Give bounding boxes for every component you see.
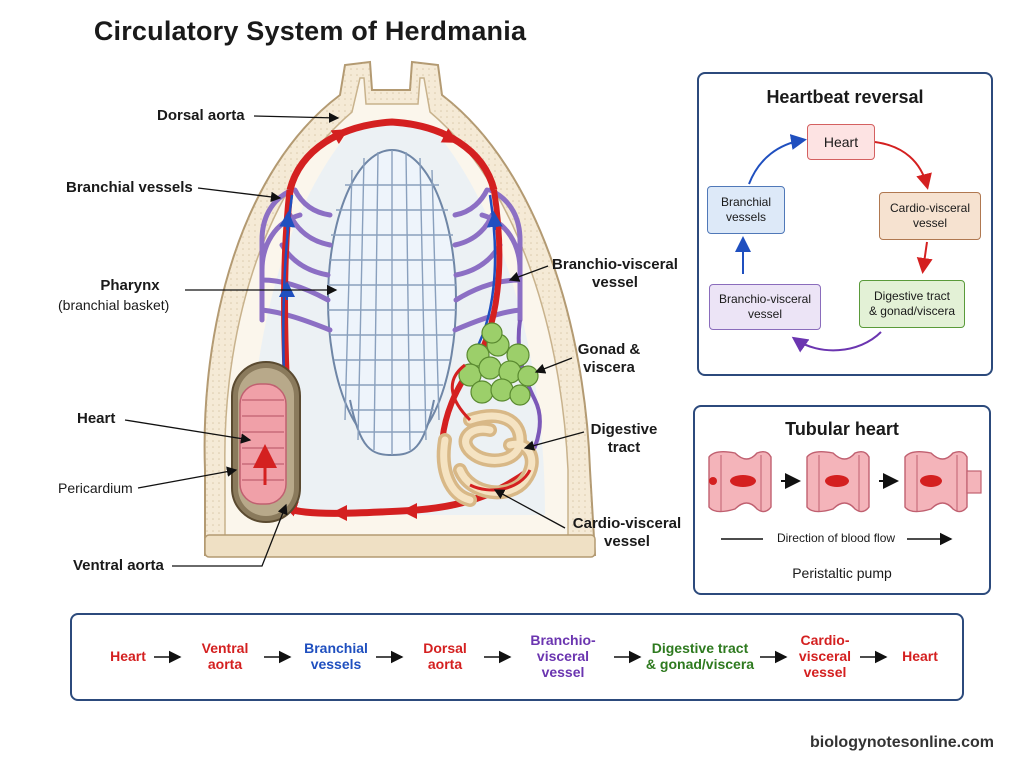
reversal-node-cardio: Cardio-visceral vessel	[879, 192, 981, 240]
flow-branchial-line1: Branchial	[304, 640, 368, 656]
reversal-branchio-line1: Branchio-visceral	[718, 292, 812, 306]
flow-ventral-line1: Ventral	[201, 640, 249, 656]
reversal-node-branchio: Branchio-visceral vessel	[709, 284, 821, 330]
flow-ventral-aorta: Ventral aorta	[190, 640, 260, 672]
flow-arrows	[154, 650, 888, 664]
label-digestive-2: tract	[607, 439, 641, 456]
label-pericardium: Pericardium	[58, 480, 133, 496]
dorsal-aorta	[286, 118, 498, 191]
label-gonad-2: viscera	[583, 359, 635, 376]
flow-dig-line2: & gonad/viscera	[645, 656, 755, 672]
flow-dorsal-line1: Dorsal	[423, 640, 467, 656]
reversal-cardio-line2: vessel	[912, 216, 947, 230]
flow-summary-panel: Heart Ventral aorta Branchial vessels Do…	[70, 613, 964, 701]
label-gonad-1: Gonad &	[577, 341, 641, 358]
leader-branchio-visceral	[508, 265, 549, 282]
tube-stage-3	[904, 450, 982, 513]
flow-dorsal-line2: aorta	[427, 656, 463, 672]
watermark: biologynotesonline.com	[809, 734, 994, 751]
reversal-branchial-line2: vessels	[725, 210, 766, 224]
flow-heart-end: Heart	[902, 648, 938, 664]
label-dorsal-aorta: Dorsal aorta	[157, 107, 245, 124]
leader-digestive	[523, 431, 585, 451]
leader-pericardium	[137, 466, 238, 489]
tubular-heart-panel: Tubular heart Direction of	[693, 405, 991, 595]
flow-cv-line1: Cardio-	[800, 632, 850, 648]
leader-dorsal-aorta	[253, 112, 340, 123]
tube-stage-2	[806, 450, 870, 513]
reversal-branchio-line2: vessel	[747, 307, 782, 321]
label-digestive-1: Digestive	[590, 421, 658, 438]
flow-cv-line3: vessel	[803, 664, 847, 680]
reversal-digestive-line1: Digestive tract	[873, 289, 951, 303]
page-title: Circulatory System of Herdmania	[93, 16, 527, 46]
reversal-digestive-line2: & gonad/viscera	[868, 304, 956, 318]
tubular-caption: Peristaltic pump	[792, 565, 892, 581]
reversal-node-heart: Heart	[807, 124, 875, 160]
reversal-heart-text: Heart	[823, 133, 859, 150]
flow-branchio-visceral: Branchio- visceral vessel	[516, 632, 610, 680]
flow-bv-line1: Branchio-	[530, 632, 596, 648]
heartbeat-reversal-panel: Heartbeat reversal Heart Cardio-visceral…	[697, 72, 993, 376]
label-pharynx: Pharynx	[100, 277, 160, 294]
label-ventral-aorta: Ventral aorta	[73, 557, 164, 574]
label-branchio-visceral-1: Branchio-visceral	[552, 256, 678, 273]
flow-bv-line3: vessel	[541, 664, 585, 680]
leader-heart	[124, 419, 252, 444]
leader-ventral-aorta	[172, 503, 288, 567]
label-heart: Heart	[77, 410, 116, 427]
gonad-cluster	[458, 322, 539, 406]
label-cardio-visceral-1: Cardio-visceral	[572, 515, 682, 532]
leader-cardio-visceral	[493, 489, 566, 529]
flow-branchial-vessels: Branchial vessels	[296, 640, 376, 672]
tubular-title: Tubular heart	[785, 419, 899, 439]
leader-branchial-vessels	[197, 187, 282, 203]
flow-digestive: Digestive tract & gonad/viscera	[644, 640, 756, 672]
flow-heart: Heart	[110, 648, 146, 664]
flow-cv-line2: visceral	[798, 648, 852, 664]
flow-dig-line1: Digestive tract	[651, 640, 749, 656]
flow-branchial-line2: vessels	[310, 656, 362, 672]
heart-tube	[239, 383, 287, 505]
flow-bv-line2: visceral	[536, 648, 590, 664]
reversal-node-branchial: Branchial vessels	[707, 186, 785, 234]
reversal-title: Heartbeat reversal	[766, 87, 924, 107]
tube-stage-1	[708, 450, 772, 513]
flow-cardio-visceral: Cardio- visceral vessel	[790, 632, 860, 680]
tubular-direction-label: Direction of blood flow	[776, 531, 896, 545]
reversal-cycle-arrows	[735, 134, 933, 353]
pharynx-basket	[327, 149, 457, 457]
tubular-heart-sequence	[708, 450, 982, 546]
reversal-branchial-line1: Branchial	[720, 195, 772, 209]
flow-dorsal-aorta: Dorsal aorta	[410, 640, 480, 672]
reversal-node-digestive: Digestive tract & gonad/viscera	[859, 280, 965, 328]
label-cardio-visceral-2: vessel	[604, 533, 650, 550]
flow-ventral-line2: aorta	[207, 656, 243, 672]
reversal-cardio-line1: Cardio-visceral	[889, 201, 971, 215]
label-branchio-visceral-2: vessel	[592, 274, 638, 291]
leader-gonad	[534, 357, 573, 374]
label-branchial-vessels: Branchial vessels	[66, 179, 193, 196]
label-pharynx-sub: (branchial basket)	[58, 297, 170, 313]
